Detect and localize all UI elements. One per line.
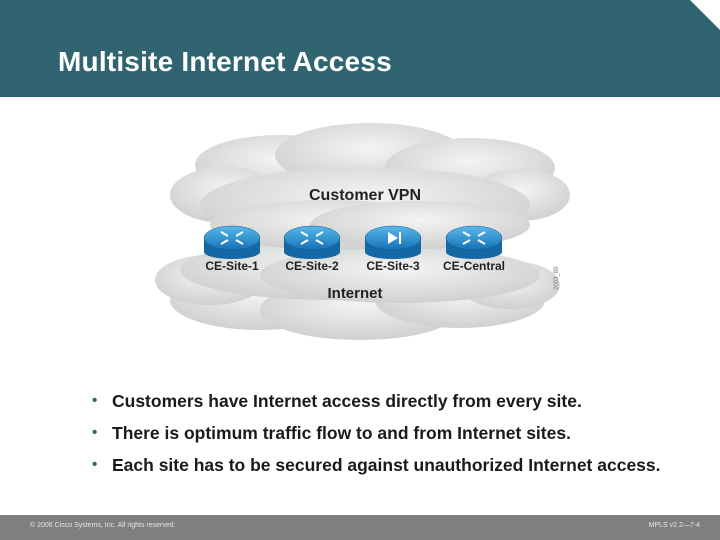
bullet-item: •Each site has to be secured against una… bbox=[92, 455, 661, 475]
slide-title: Multisite Internet Access bbox=[58, 46, 392, 77]
router-arrows-icon bbox=[300, 231, 324, 245]
bullet-dot-icon: • bbox=[92, 392, 98, 409]
router-ce-central[interactable] bbox=[445, 225, 503, 259]
figure-id: 2003_89 bbox=[554, 266, 560, 290]
router-ce-site-2[interactable] bbox=[283, 225, 341, 259]
internet-label: Internet bbox=[327, 285, 382, 302]
title-bar: Multisite Internet Access bbox=[0, 0, 720, 97]
network-diagram: Customer VPN Internet 2003_89 CE-Site-1 … bbox=[155, 123, 570, 340]
footer-bar: © 2006 Cisco Systems, Inc. All rights re… bbox=[0, 515, 720, 540]
router-label: CE-Central bbox=[443, 259, 505, 273]
play-arrow-icon bbox=[388, 232, 401, 244]
bullet-list: •Customers have Internet access directly… bbox=[92, 390, 692, 486]
router-ce-site-1[interactable] bbox=[203, 225, 261, 259]
router-ce-site-3[interactable] bbox=[364, 225, 422, 259]
bullet-item: •Customers have Internet access directly… bbox=[92, 391, 582, 411]
copyright-text: © 2006 Cisco Systems, Inc. All rights re… bbox=[30, 522, 176, 529]
router-label: CE-Site-2 bbox=[285, 259, 339, 273]
router-arrows-icon bbox=[220, 231, 244, 245]
header-corner bbox=[690, 0, 720, 30]
bullet-item: •There is optimum traffic flow to and fr… bbox=[92, 423, 571, 443]
vpn-label: Customer VPN bbox=[309, 187, 421, 204]
router-label: CE-Site-3 bbox=[366, 259, 420, 273]
course-code: MPLS v2.2—7-4 bbox=[648, 522, 700, 529]
bullet-dot-icon: • bbox=[92, 424, 98, 441]
bullet-dot-icon: • bbox=[92, 456, 98, 473]
router-label: CE-Site-1 bbox=[205, 259, 259, 273]
router-arrows-icon bbox=[462, 231, 486, 245]
